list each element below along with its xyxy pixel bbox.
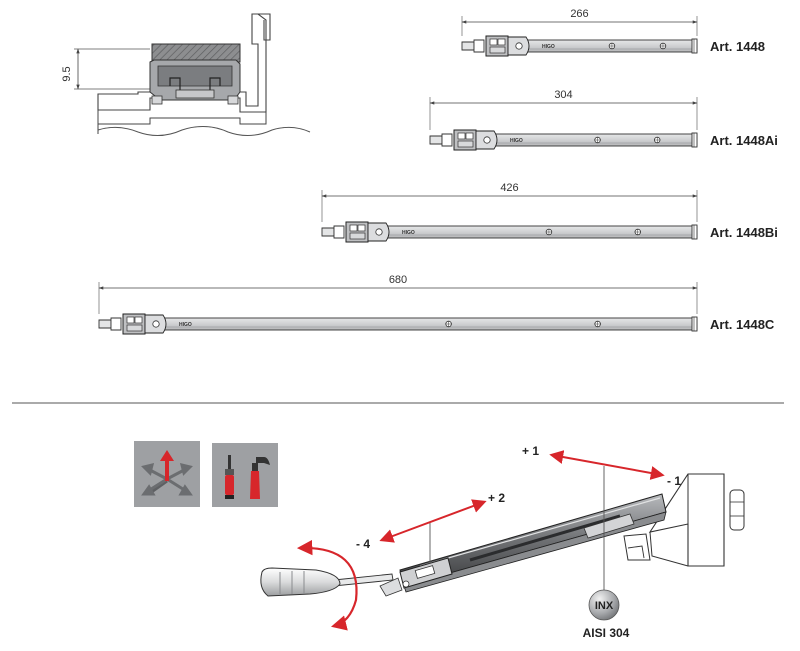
brand-mark: HIGO	[510, 138, 523, 144]
bar-tip	[321, 227, 335, 237]
bar-end-cap	[691, 38, 698, 54]
adjustment-arrows-icon	[134, 441, 200, 507]
article-label: Art. 1448Ai	[710, 133, 778, 148]
hinge-perspective: + 1 - 1 + 2 - 4 INX AISI 304	[260, 444, 745, 640]
adjust-minus-4-label: - 4	[356, 537, 370, 551]
bar-end-cap	[691, 316, 698, 332]
material-label: AISI 304	[583, 626, 630, 640]
sash-block	[151, 43, 241, 63]
article-label: Art. 1448C	[710, 317, 775, 332]
bar-tip	[429, 135, 443, 145]
article-label: Art. 1448Bi	[710, 225, 778, 240]
inx-badge-text: INX	[595, 600, 614, 612]
brand-mark: HIGO	[402, 230, 415, 236]
brand-mark: HIGO	[179, 322, 192, 328]
length-label: 266	[570, 8, 588, 20]
profile-lower	[97, 110, 267, 125]
adjust-plus-1-label: + 1	[522, 444, 539, 458]
hinge-bar	[507, 39, 698, 53]
hinge-bar	[144, 317, 698, 331]
hinge-bar	[367, 225, 698, 239]
length-label: 426	[500, 182, 518, 194]
screwdriver-handle	[260, 567, 341, 597]
horizontal-adjust-arrow	[549, 450, 665, 480]
hinge-pin	[729, 489, 745, 531]
section-view: 9.5	[61, 13, 311, 136]
bar-end-cap	[691, 224, 698, 240]
brand-mark: HIGO	[542, 44, 555, 50]
adjust-plus-2-label: + 2	[488, 491, 505, 505]
length-label: 304	[554, 89, 572, 101]
bar-end-cap	[691, 132, 698, 148]
article-label: Art. 1448	[710, 39, 765, 54]
length-label: 680	[389, 274, 407, 286]
rotation-arrow	[296, 539, 358, 631]
adjust-minus-1-label: - 1	[667, 474, 681, 488]
section-dimension-label: 9.5	[61, 66, 73, 81]
bar-tip	[461, 41, 475, 51]
profile-hook	[258, 13, 271, 41]
wood-grain	[97, 126, 311, 136]
depth-adjust-arrow	[379, 499, 487, 543]
inx-badge: INX	[588, 589, 620, 621]
bar-tip	[98, 319, 112, 329]
screwdriver-hammer-icon	[212, 443, 278, 507]
